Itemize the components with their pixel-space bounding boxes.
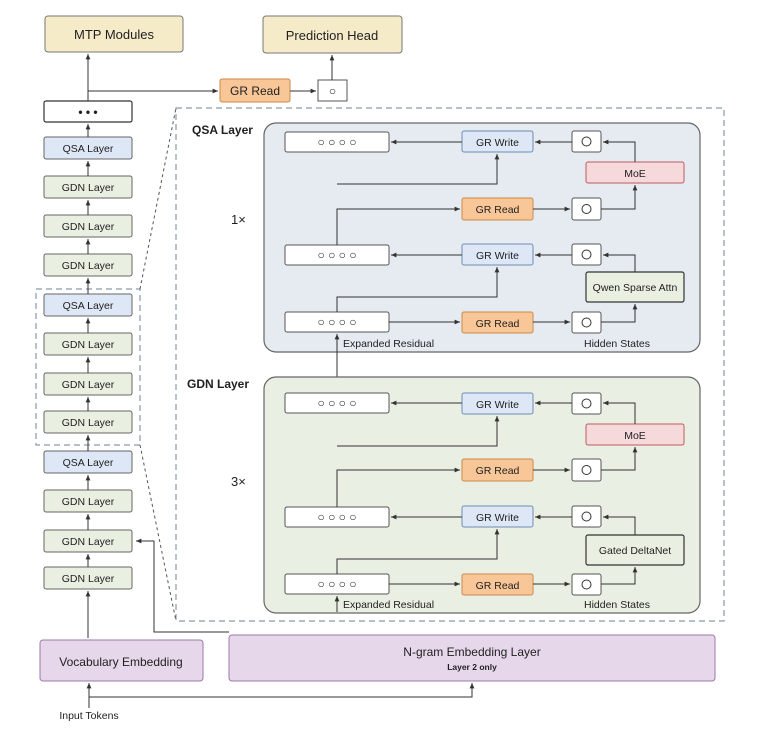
svg-text:GDN Layer: GDN Layer [62,182,115,194]
qsa-panel-title: QSA Layer [192,123,253,137]
qsa-attention-box: Qwen Sparse Attn [585,271,685,303]
gdn-hidden-state [571,505,602,528]
svg-text:GDN Layer: GDN Layer [62,496,115,508]
svg-text:QSA Layer: QSA Layer [63,457,114,469]
gdn-moe-box: MoE [585,423,685,446]
stack-layer: GDN Layer [43,410,133,434]
qsa-gr-read: GR Read [461,311,534,334]
svg-text:N-gram Embedding Layer: N-gram Embedding Layer [403,645,540,659]
svg-text:GR Read: GR Read [476,204,520,216]
qsa-hidden-state [571,311,602,334]
gdn-expanded-residual-label: Expanded Residual [343,599,434,611]
svg-text:○ ○ ○ ○: ○ ○ ○ ○ [318,510,357,524]
mtp-modules-box: MTP Modules [44,15,184,53]
svg-text:○ ○ ○ ○: ○ ○ ○ ○ [318,577,357,591]
svg-text:GR Read: GR Read [230,84,280,98]
qsa-moe-box: MoE [585,161,685,184]
ngram-embedding-box: N-gram Embedding Layer Layer 2 only [228,634,716,682]
layer-stack: QSA Layer GDN Layer GDN Layer GDN Layer … [43,136,133,590]
gdn-repeat-label: 3× [231,474,246,489]
gdn-gr-write: GR Write [461,392,534,415]
gdn-gr-write: GR Write [461,505,534,528]
svg-text:GDN Layer: GDN Layer [62,536,115,548]
svg-text:GDN Layer: GDN Layer [62,339,115,351]
ellipsis-box: • • • [43,100,133,123]
gdn-panel-title: GDN Layer [187,377,249,391]
qsa-hidden-state [571,197,602,221]
input-tokens-label: Input Tokens [59,710,118,722]
top-hidden-state-box: ○ [317,79,348,102]
svg-text:• • •: • • • [78,105,97,119]
gdn-hidden-state [571,573,602,596]
stack-layer: GDN Layer [43,372,133,396]
svg-text:GR Write: GR Write [476,512,519,524]
gdn-hidden-states-label: Hidden States [584,599,650,611]
svg-text:GDN Layer: GDN Layer [62,260,115,272]
svg-text:Gated DeltaNet: Gated DeltaNet [599,545,671,557]
qsa-hidden-state [571,243,602,266]
svg-text:GDN Layer: GDN Layer [62,379,115,391]
svg-text:QSA Layer: QSA Layer [63,300,114,312]
svg-text:MTP Modules: MTP Modules [74,27,154,42]
gdn-arrows [334,400,638,612]
stack-layer: GDN Layer [43,332,133,356]
svg-text:○ ○ ○ ○: ○ ○ ○ ○ [318,315,357,329]
svg-text:○ ○ ○ ○: ○ ○ ○ ○ [318,248,357,262]
svg-text:GR Read: GR Read [476,465,520,477]
stack-layer: GDN Layer [43,529,133,553]
qsa-residual-row: ○ ○ ○ ○ [284,131,390,153]
qsa-residual-row: ○ ○ ○ ○ [284,311,390,333]
gdn-residual-row: ○ ○ ○ ○ [284,506,390,528]
svg-text:Prediction Head: Prediction Head [286,28,379,43]
svg-text:Layer 2 only: Layer 2 only [447,662,497,672]
qsa-residual-row: ○ ○ ○ ○ [284,244,390,266]
gdn-residual-row: ○ ○ ○ ○ [284,573,390,595]
stack-layer: GDN Layer [43,214,133,238]
gdn-residual-row: ○ ○ ○ ○ [284,392,390,414]
svg-text:QSA Layer: QSA Layer [63,143,114,155]
svg-text:MoE: MoE [624,168,646,180]
qsa-gr-write: GR Write [461,243,534,266]
qsa-hidden-state: ○ ○ ○ ○ [571,130,602,153]
top-gr-read-box: GR Read [219,78,291,103]
svg-text:MoE: MoE [624,430,646,442]
svg-text:GR Read: GR Read [476,580,520,592]
gdn-attention-box: Gated DeltaNet [585,534,685,566]
stack-layer: QSA Layer [43,136,133,160]
svg-text:GR Write: GR Write [476,250,519,262]
stack-layer: GDN Layer [43,566,133,590]
svg-text:GR Read: GR Read [476,318,520,330]
qsa-expanded-residual-label: Expanded Residual [343,338,434,350]
svg-text:GR Write: GR Write [476,399,519,411]
svg-text:GDN Layer: GDN Layer [62,573,115,585]
svg-text:GDN Layer: GDN Layer [62,221,115,233]
svg-text:○ ○ ○ ○: ○ ○ ○ ○ [318,135,357,149]
svg-text:○: ○ [329,84,336,98]
svg-text:GDN Layer: GDN Layer [62,417,115,429]
qsa-arrows [336,139,638,325]
qsa-repeat-label: 1× [231,212,246,227]
gdn-hidden-state [571,392,602,415]
stack-layer: QSA Layer [43,450,133,474]
stack-layer: GDN Layer [43,253,133,277]
prediction-head-box: Prediction Head [262,15,403,54]
qsa-gr-write: GR Write [461,130,534,153]
gdn-gr-read: GR Read [461,573,534,596]
expansion-frame [175,107,725,622]
stack-layer: GDN Layer [43,175,133,199]
stack-layer: QSA Layer [43,293,133,317]
svg-text:○ ○ ○ ○: ○ ○ ○ ○ [318,396,357,410]
gdn-hidden-state [571,458,602,482]
gdn-gr-read: GR Read [461,458,534,482]
svg-text:Qwen Sparse Attn: Qwen Sparse Attn [593,282,678,294]
svg-text:GR Write: GR Write [476,137,519,149]
qsa-hidden-states-label: Hidden States [584,338,650,350]
qsa-gr-read: GR Read [461,197,534,221]
stack-layer: GDN Layer [43,489,133,513]
vocabulary-embedding-box: Vocabulary Embedding [39,639,204,682]
svg-text:Vocabulary Embedding: Vocabulary Embedding [59,655,182,669]
